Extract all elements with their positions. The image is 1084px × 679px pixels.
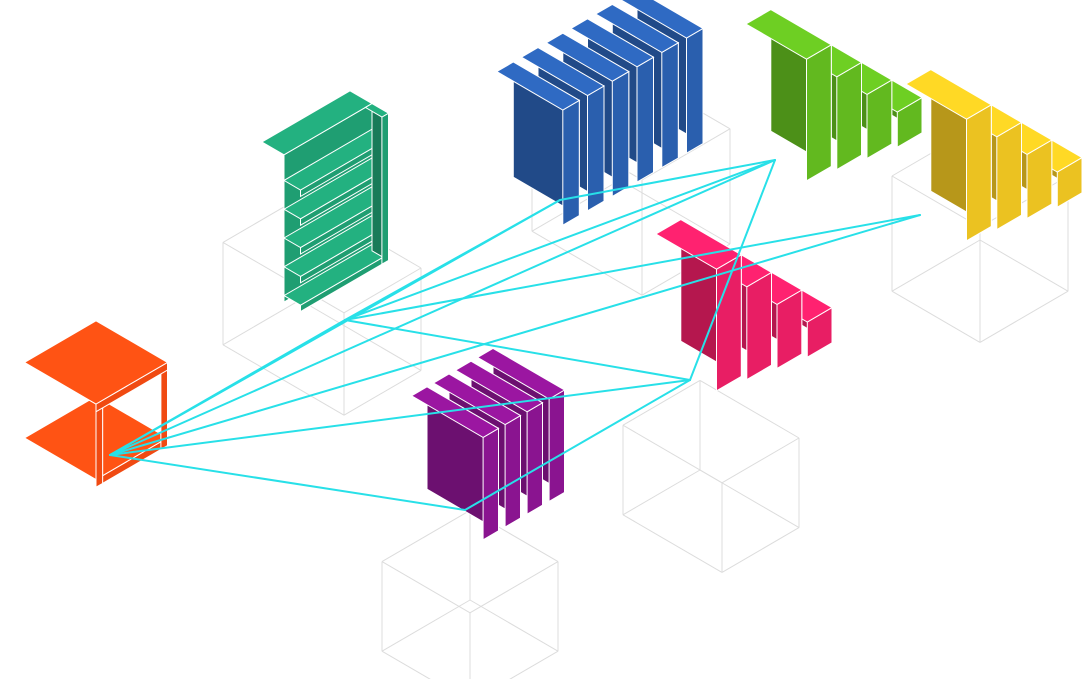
block-yellow-step-top-face bbox=[905, 69, 993, 120]
block-teal-edge-top-face bbox=[364, 103, 390, 118]
ghost-frame-edge bbox=[299, 299, 422, 371]
ghost-frame-edge bbox=[641, 128, 731, 181]
connector-teal-magenta bbox=[344, 319, 691, 381]
block-blue-column-top-face bbox=[594, 3, 680, 53]
ghost-frame-edge bbox=[343, 267, 422, 314]
block-teal-edge-front-face bbox=[381, 112, 389, 266]
block-purple-column-front-face bbox=[482, 427, 499, 541]
block-purple-column-front-face bbox=[504, 414, 521, 528]
connector-orange-purple bbox=[109, 454, 466, 511]
block-orange-post-front-face bbox=[160, 361, 168, 451]
connector-purple-magenta bbox=[464, 379, 691, 511]
block-purple-column-top-face bbox=[432, 373, 522, 426]
block-green-step-front-face bbox=[836, 61, 862, 171]
block-orange-roof-top-face bbox=[23, 320, 169, 405]
connector-teal-blue bbox=[344, 199, 561, 321]
ghost-frame-edge bbox=[531, 230, 643, 296]
ghost-frame-edge bbox=[721, 527, 800, 573]
ghost-frame-edge bbox=[979, 290, 1069, 343]
ghost-frame-edge bbox=[622, 469, 701, 516]
ghost-frame-edge bbox=[891, 239, 981, 292]
block-blue-column-top-face bbox=[545, 32, 630, 82]
connector-blue-green bbox=[559, 159, 776, 201]
block-blue-column-top-face bbox=[570, 18, 655, 68]
connector-orange-magenta bbox=[109, 379, 691, 456]
ghost-frame-edge bbox=[381, 509, 471, 563]
block-magenta bbox=[655, 218, 833, 392]
ghost-frame-edge bbox=[622, 514, 723, 573]
block-magenta-step-front-face bbox=[746, 271, 772, 381]
block-blue-column-top-face bbox=[495, 61, 581, 111]
block-green bbox=[745, 8, 923, 182]
ghost-frame-edge bbox=[381, 650, 431, 679]
ghost-frame-edge bbox=[619, 179, 731, 245]
block-teal-back-top-face bbox=[261, 90, 373, 156]
block-magenta-step-top-face bbox=[655, 219, 743, 270]
ghost-frame-edge bbox=[891, 290, 981, 343]
ghost-frame-edge bbox=[699, 379, 800, 439]
block-blue-column-front-face bbox=[661, 41, 679, 169]
connector-lines bbox=[109, 159, 921, 511]
block-yellow-step-front-face bbox=[996, 121, 1022, 231]
ghost-frame-edge bbox=[622, 424, 723, 484]
ghost-frame-edge bbox=[381, 599, 471, 652]
block-yellow-step-front-face bbox=[966, 103, 992, 242]
blocks bbox=[23, 0, 1083, 541]
ghost-frame-edge bbox=[469, 561, 559, 614]
block-green-step-top-face bbox=[745, 9, 833, 60]
connector-orange-green bbox=[109, 159, 776, 456]
ghost-frame-edge bbox=[979, 175, 1069, 228]
ghost-frame-edge bbox=[222, 344, 345, 416]
ghost-frame-edge bbox=[509, 650, 559, 679]
ghost-frame-edge bbox=[891, 175, 981, 228]
ghost-frame-edge bbox=[343, 369, 422, 416]
block-purple-column-front-face bbox=[526, 401, 543, 516]
block-blue-column-front-face bbox=[562, 99, 580, 227]
block-blue-column-front-face bbox=[636, 56, 654, 183]
block-purple-column-top-face bbox=[454, 360, 544, 413]
ghost-frame-edge bbox=[381, 561, 471, 614]
ghost-frame-edge bbox=[721, 437, 800, 484]
block-blue-column-top-face bbox=[620, 0, 704, 39]
block-purple-column-top-face bbox=[410, 386, 500, 438]
connector-teal-yellow bbox=[344, 214, 921, 321]
block-blue-column-front-face bbox=[686, 27, 704, 155]
ghost-frame-edge bbox=[979, 239, 1069, 292]
connector-green-magenta bbox=[689, 159, 776, 381]
block-blue bbox=[495, 0, 704, 227]
connector-teal-green bbox=[344, 159, 776, 321]
block-purple-column-front-face bbox=[548, 389, 565, 503]
block-teal bbox=[261, 89, 390, 313]
block-blue-column-top-face bbox=[520, 47, 605, 97]
block-orange bbox=[23, 319, 169, 489]
block-green-step-front-face bbox=[806, 43, 832, 182]
connector-orange-yellow bbox=[109, 214, 921, 456]
ghost-frame-edge bbox=[469, 599, 559, 652]
block-yellow bbox=[905, 68, 1083, 242]
ghost-frame-edge bbox=[222, 299, 301, 346]
block-orange-post-front-face bbox=[95, 399, 104, 489]
block-purple bbox=[410, 347, 566, 541]
ghost-frame-edge bbox=[622, 379, 701, 426]
block-blue-column-front-face bbox=[611, 70, 630, 198]
